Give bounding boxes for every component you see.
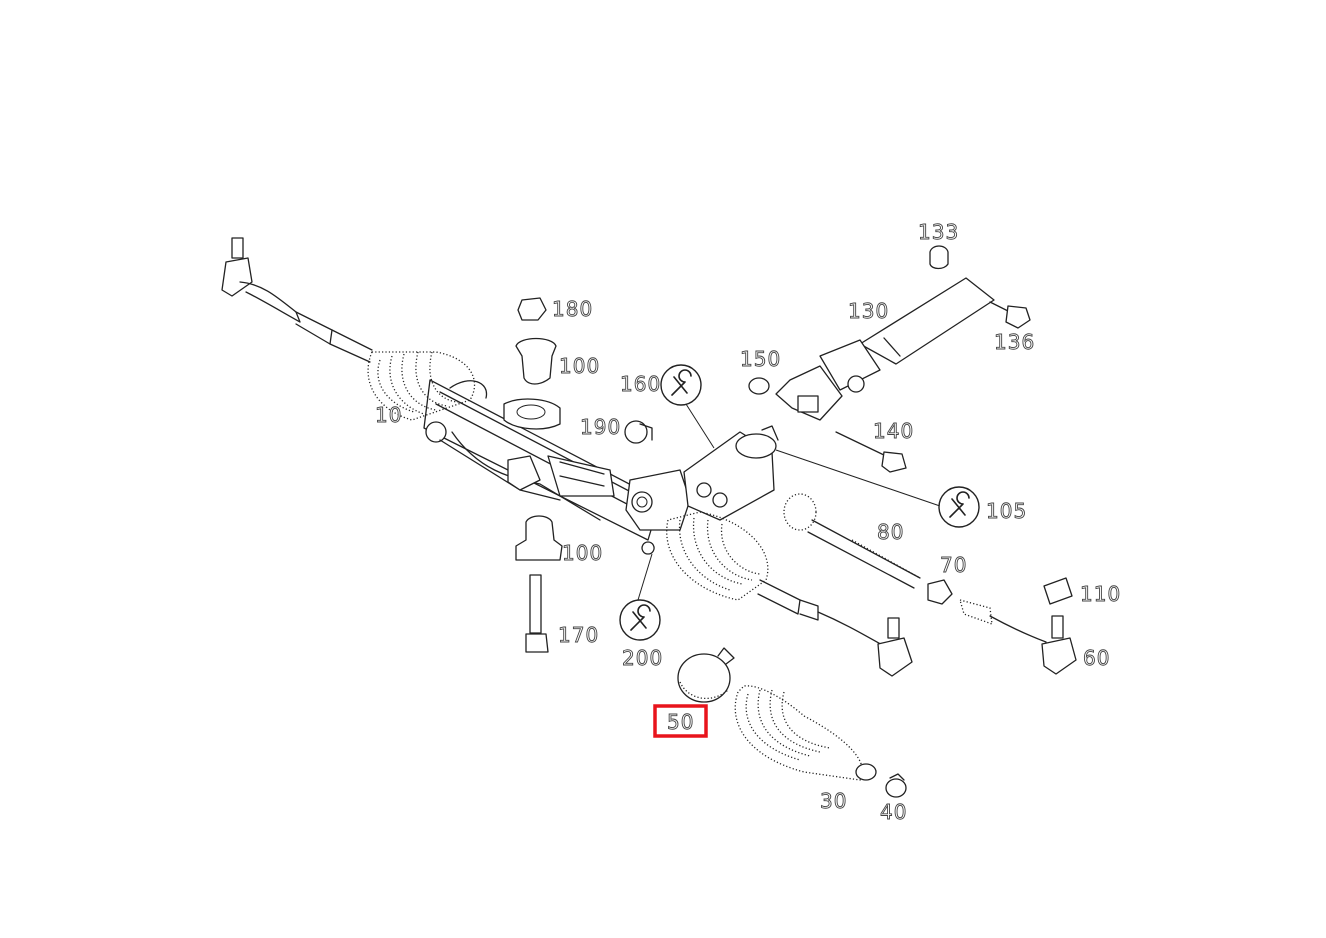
part-label-180[interactable]: 180 bbox=[552, 297, 593, 322]
part-label-50[interactable]: 50 bbox=[667, 710, 694, 735]
inner-tie-rod bbox=[783, 493, 953, 605]
right-bellows bbox=[666, 511, 769, 601]
part-label-10[interactable]: 10 bbox=[375, 403, 402, 428]
mount-parts bbox=[515, 297, 653, 653]
wrench-icon bbox=[938, 486, 980, 528]
part-label-100-top[interactable]: 100 bbox=[559, 354, 600, 379]
right-tie-rod bbox=[757, 579, 913, 677]
left-bellows bbox=[367, 351, 476, 421]
part-label-140[interactable]: 140 bbox=[873, 419, 914, 444]
part-label-40[interactable]: 40 bbox=[880, 800, 907, 825]
left-tie-rod-end bbox=[221, 237, 373, 363]
part-label-150[interactable]: 150 bbox=[740, 347, 781, 372]
part-label-160[interactable]: 160 bbox=[620, 372, 661, 397]
outer-tie-rod-end bbox=[959, 577, 1077, 675]
highlight-box bbox=[653, 704, 708, 738]
part-label-170[interactable]: 170 bbox=[558, 623, 599, 648]
boot-clamp bbox=[677, 647, 735, 703]
part-label-100-bottom[interactable]: 100 bbox=[562, 541, 603, 566]
part-label-30[interactable]: 30 bbox=[820, 789, 847, 814]
rack-housing bbox=[423, 379, 661, 541]
wrench-icon bbox=[619, 599, 661, 641]
small-clamp bbox=[885, 773, 907, 798]
part-label-80[interactable]: 80 bbox=[877, 520, 904, 545]
leader-lines bbox=[637, 403, 941, 601]
wrench-icon bbox=[660, 364, 702, 406]
intermediate-shaft bbox=[775, 277, 995, 421]
fasteners bbox=[748, 245, 1031, 473]
part-label-133[interactable]: 133 bbox=[918, 220, 959, 245]
boot bbox=[734, 685, 877, 781]
part-label-60[interactable]: 60 bbox=[1083, 646, 1110, 671]
part-label-130[interactable]: 130 bbox=[848, 299, 889, 324]
part-label-105[interactable]: 105 bbox=[986, 499, 1027, 524]
part-label-200[interactable]: 200 bbox=[622, 646, 663, 671]
part-label-70[interactable]: 70 bbox=[940, 553, 967, 578]
valve-body bbox=[625, 425, 779, 555]
part-label-136[interactable]: 136 bbox=[994, 330, 1035, 355]
part-label-190[interactable]: 190 bbox=[580, 415, 621, 440]
part-label-110[interactable]: 110 bbox=[1080, 582, 1121, 607]
